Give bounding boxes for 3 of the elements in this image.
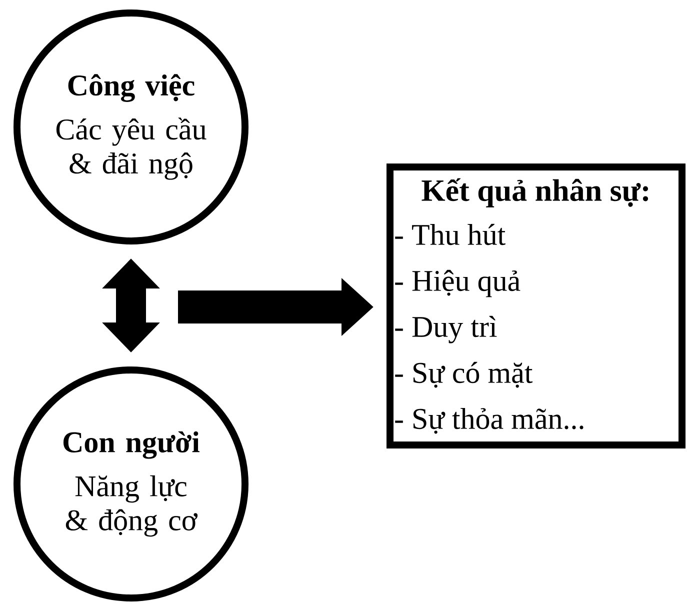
- circle-node: Công việc Các yêu cầu & đãi ngộ: [14, 10, 248, 244]
- text-box: Kết quả nhân sự: - Thu hút - Hiệu quả - Duy trì - Sự có mặt - Sự thỏa mãn...: [386, 164, 686, 448]
- circle-node: Con người Năng lực & động cơ: [14, 366, 248, 602]
